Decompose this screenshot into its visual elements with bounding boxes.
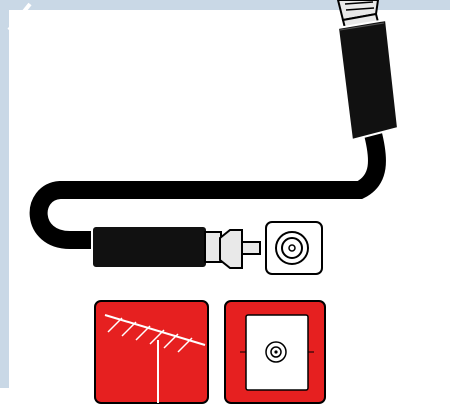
antenna-icon bbox=[94, 300, 209, 404]
coax-wall-jack bbox=[265, 221, 323, 275]
connector-bottom bbox=[91, 225, 261, 269]
wall-outlet-icon bbox=[224, 300, 326, 404]
connector-top bbox=[336, 0, 400, 142]
coax-cable bbox=[29, 121, 386, 249]
panel-frame bbox=[0, 0, 450, 388]
